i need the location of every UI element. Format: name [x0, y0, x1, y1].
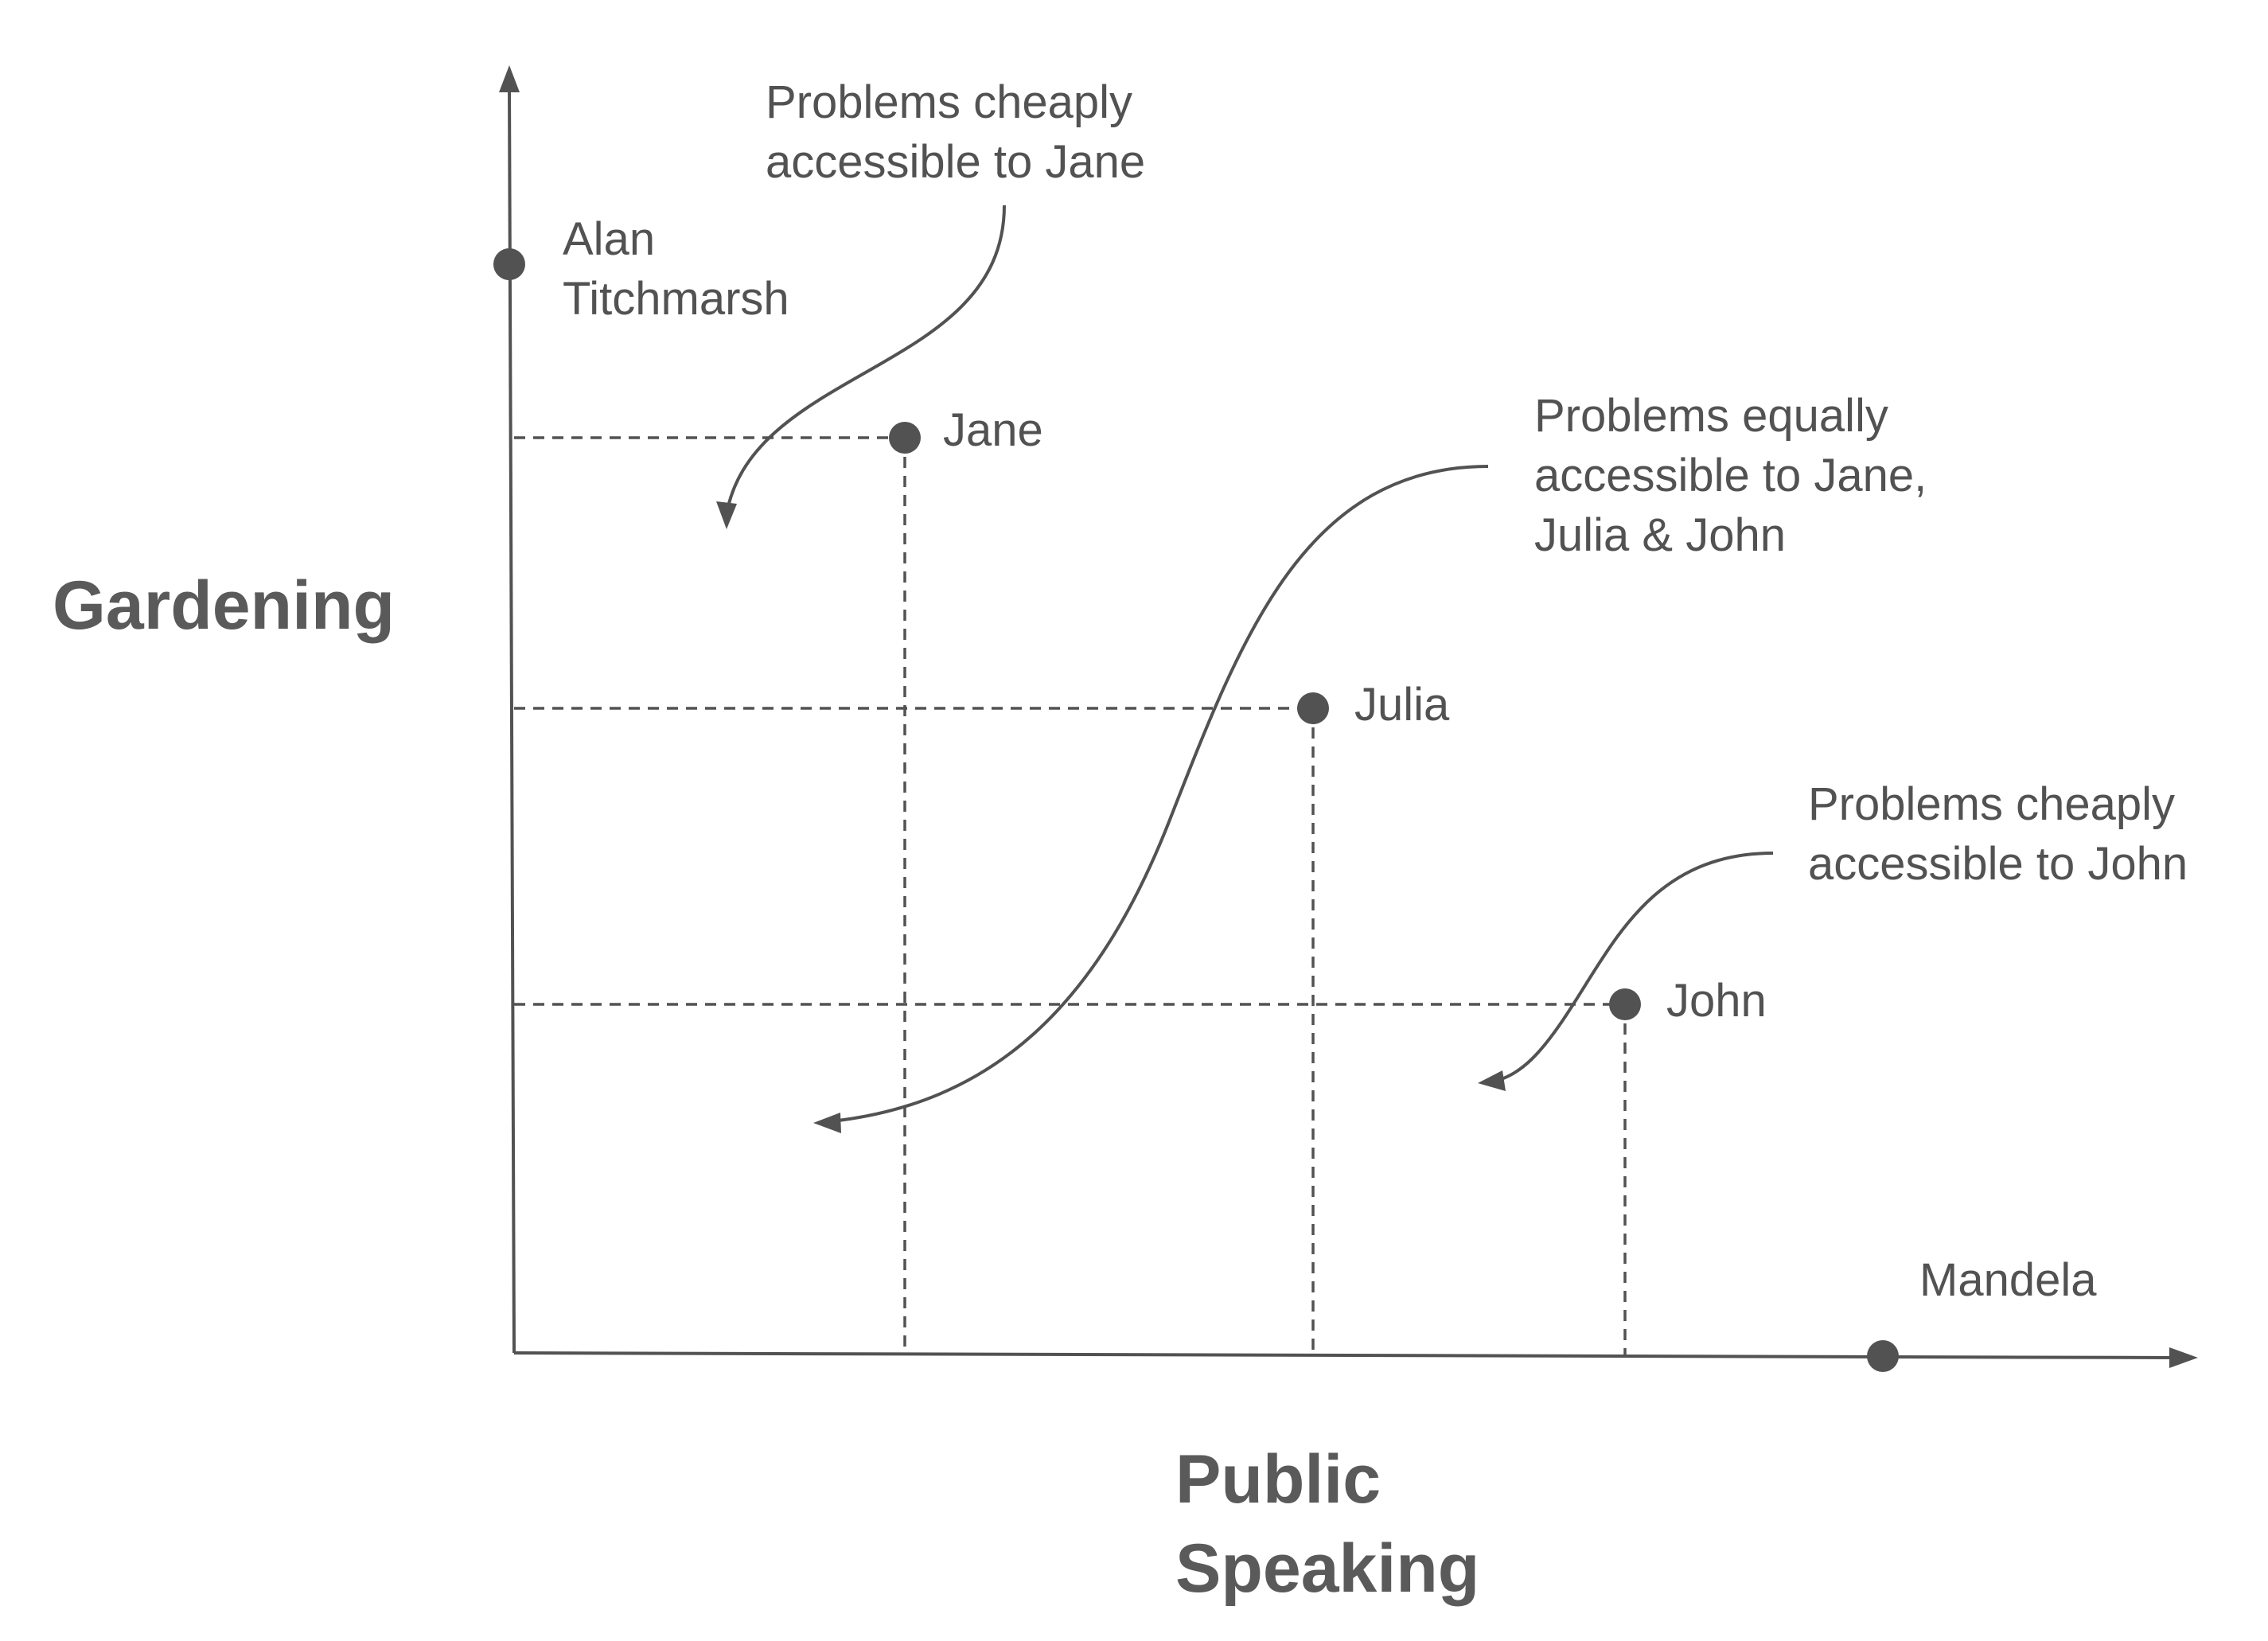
julia-dot — [1297, 692, 1329, 724]
axes — [499, 65, 2198, 1368]
john-annotation-line: Problems cheaply — [1808, 778, 2175, 830]
alan-titchmarsh-label-line: Titchmarsh — [563, 273, 789, 325]
annotation-arrows — [716, 205, 1774, 1133]
person-points — [493, 248, 1899, 1372]
y-axis-title: Gardening — [53, 567, 395, 644]
guide-lines — [514, 436, 1627, 1356]
y-axis-line — [508, 85, 516, 1354]
jane-annotation-line: Problems cheaply — [766, 76, 1132, 128]
jane-annotation-label: Problems cheaply accessible to Jane — [766, 76, 1145, 188]
x-axis-title-line: Public — [1175, 1441, 1381, 1518]
jane-annotation-arrowhead — [716, 501, 737, 529]
y-axis-arrowhead — [499, 65, 520, 92]
jane-annotation-line: accessible to Jane — [766, 136, 1145, 188]
all-annotation-line: accessible to Jane, — [1534, 450, 1927, 501]
jane-label: Jane — [943, 404, 1043, 456]
all-annotation-arrow — [823, 465, 1489, 1124]
axis-titles: Gardening Public Speaking — [53, 567, 1479, 1607]
julia-label: Julia — [1354, 679, 1450, 731]
annotation-labels: Problems cheaply accessible to Jane Prob… — [766, 76, 2188, 890]
john-annotation-arrow — [1487, 852, 1774, 1084]
jane-annotation-arrow — [724, 205, 1006, 520]
all-annotation-label: Problems equally accessible to Jane, Jul… — [1534, 390, 1939, 561]
alan-titchmarsh-label-line: Alan — [563, 213, 655, 265]
john-annotation-arrowhead — [1478, 1070, 1506, 1091]
john-dot — [1609, 988, 1641, 1020]
all-annotation-line: Julia & John — [1534, 509, 1786, 561]
john-label: John — [1666, 975, 1767, 1027]
x-axis-title: Public Speaking — [1175, 1441, 1479, 1607]
john-annotation-line: accessible to John — [1808, 838, 2188, 890]
mandela-label: Mandela — [1919, 1254, 2097, 1306]
all-annotation-arrowhead — [813, 1113, 841, 1133]
x-axis-title-line: Speaking — [1175, 1530, 1479, 1607]
x-axis-arrowhead — [2169, 1347, 2198, 1368]
all-annotation-line: Problems equally — [1534, 390, 1888, 442]
john-annotation-label: Problems cheaply accessible to John — [1808, 778, 2188, 890]
person-labels: Alan Titchmarsh Jane Julia John Mandela — [563, 213, 2097, 1306]
jane-dot — [889, 422, 921, 454]
mandela-dot — [1867, 1340, 1899, 1372]
alan-titchmarsh-dot — [493, 248, 525, 280]
alan-titchmarsh-label: Alan Titchmarsh — [563, 213, 789, 325]
x-axis-line — [513, 1351, 2176, 1359]
